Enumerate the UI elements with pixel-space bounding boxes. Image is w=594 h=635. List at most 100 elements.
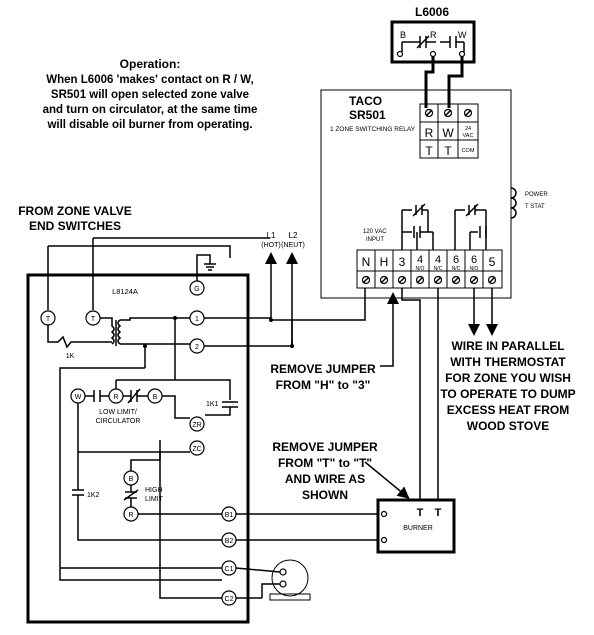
l6006-aquastat: L6006 B R W xyxy=(390,5,476,108)
svg-text:T: T xyxy=(46,316,51,323)
taco-screw-terminals xyxy=(361,275,497,285)
l8124a-box xyxy=(26,273,250,624)
l1-label: L1 xyxy=(267,231,276,240)
l6006-w-terminal xyxy=(458,50,466,58)
svg-text:B: B xyxy=(129,476,134,483)
taco-top-terminal-block xyxy=(419,103,479,159)
wire-parallel-line2: WITH THERMOSTAT xyxy=(450,355,566,369)
relay-1k2-label: 1K2 xyxy=(87,492,100,499)
taco-term-t2: T xyxy=(444,144,452,158)
operation-line-3: and turn on circulator, at the same time xyxy=(43,104,258,116)
svg-text:N/O: N/O xyxy=(470,266,479,272)
power-label: POWER xyxy=(525,192,548,198)
taco-subtitle: 1 ZONE SWITCHING RELAY xyxy=(330,126,416,133)
led-indicators xyxy=(510,187,517,219)
svg-text:W: W xyxy=(75,394,82,401)
wire-parallel-line6: WOOD STOVE xyxy=(467,419,549,433)
svg-text:B: B xyxy=(153,394,158,401)
taco-title: TACO xyxy=(349,94,382,108)
svg-text:N/O: N/O xyxy=(416,266,425,272)
svg-text:2: 2 xyxy=(195,344,199,351)
remove-jumper-tt-line3: AND WIRE AS xyxy=(285,472,365,486)
tstat-label: T STAT xyxy=(525,204,545,210)
remove-jumper-h3-line1: REMOVE JUMPER xyxy=(270,362,376,376)
l6006-term-r: R xyxy=(430,30,437,40)
taco-term-4no: 4 xyxy=(417,254,423,266)
operation-note: Operation: When L6006 'makes' contact on… xyxy=(43,57,258,131)
svg-text:G: G xyxy=(194,286,199,293)
svg-text:T: T xyxy=(91,316,96,323)
wire-parallel-line5: EXCESS HEAT FROM xyxy=(447,403,569,417)
taco-term-n: N xyxy=(362,255,371,269)
svg-text:R: R xyxy=(113,394,118,401)
vac-input-label-2: INPUT xyxy=(366,237,384,243)
operation-line-4: will disable oil burner from operating. xyxy=(46,119,252,131)
l6006-term-w: W xyxy=(458,30,467,40)
high-limit-label-2: LIMIT xyxy=(145,496,164,503)
svg-text:R: R xyxy=(128,512,133,519)
taco-term-6no: 6 xyxy=(471,254,477,266)
taco-to-burner-wire-1 xyxy=(401,288,421,500)
taco-term-5: 5 xyxy=(489,255,496,269)
remove-jumper-h3-line2: FROM "H" to "3" xyxy=(276,378,371,392)
taco-sr501-relay: TACO SR501 1 ZONE SWITCHING RELAY R W 24… xyxy=(320,89,548,299)
vac-input-label-1: 120 VAC xyxy=(363,229,387,235)
wire-parallel-line1: WIRE IN PARALLEL xyxy=(451,339,564,353)
l6006-r-terminal xyxy=(429,50,437,58)
r-wire xyxy=(424,56,435,108)
taco-term-4nc: 4 xyxy=(435,254,441,266)
svg-text:1: 1 xyxy=(195,316,199,323)
zr-terminal xyxy=(189,416,205,432)
low-limit-label-1: LOW LIMIT/ xyxy=(99,409,137,416)
svg-text:C1: C1 xyxy=(225,566,234,573)
taco-term-6nc: 6 xyxy=(453,254,459,266)
l6006-title: L6006 xyxy=(415,5,449,19)
remove-jumper-h3-arrow xyxy=(380,292,399,367)
taco-model: SR501 xyxy=(349,108,386,122)
l6006-term-b: B xyxy=(400,30,406,40)
zone-valve-label-2: END SWITCHES xyxy=(29,219,121,233)
remove-jumper-tt-arrow xyxy=(364,461,410,499)
l2-neut-label: (NEUT) xyxy=(281,242,305,249)
operation-line-1: When L6006 'makes' contact on R / W, xyxy=(46,74,253,86)
remove-jumper-tt-line1: REMOVE JUMPER xyxy=(272,440,378,454)
taco-term-3: 3 xyxy=(399,255,406,269)
w-wire xyxy=(447,56,464,108)
taco-term-h: H xyxy=(380,255,389,269)
svg-text:C2: C2 xyxy=(225,596,234,603)
taco-box xyxy=(320,89,512,299)
svg-text:N/C: N/C xyxy=(434,266,443,272)
zc-terminal xyxy=(189,440,205,456)
low-limit-label-2: CIRCULATOR xyxy=(96,418,141,425)
taco-term-w: W xyxy=(442,126,454,140)
svg-text:B2: B2 xyxy=(225,538,234,545)
relay-1k1-label: 1K1 xyxy=(206,401,219,408)
operation-heading: Operation: xyxy=(120,57,181,71)
svg-text:B1: B1 xyxy=(225,512,234,519)
burner-term-t1: T xyxy=(417,507,424,519)
taco-com: COM xyxy=(462,148,475,154)
burner-term-t2: T xyxy=(435,507,442,519)
l2-label: L2 xyxy=(289,231,298,240)
svg-text:ZR: ZR xyxy=(192,422,201,429)
resistor-1k-label: 1K xyxy=(66,353,75,360)
svg-text:VAC: VAC xyxy=(463,133,474,139)
taco-term-r: R xyxy=(425,126,434,140)
l8124a-title: L8124A xyxy=(112,287,138,296)
taco-24vac: 24 xyxy=(465,126,471,132)
taco-term-t1: T xyxy=(425,144,433,158)
l1-hot-label: (HOT) xyxy=(261,242,280,249)
burner-box: T T BURNER xyxy=(376,498,456,554)
wire-parallel-line3: FOR ZONE YOU WISH xyxy=(445,371,571,385)
remove-jumper-tt-line2: FROM "T" to "T" xyxy=(278,456,372,470)
svg-text:ZC: ZC xyxy=(192,446,201,453)
l8124a-controller: L8124A G T T 1K 1 2 xyxy=(26,237,366,624)
svg-text:N/C: N/C xyxy=(452,266,461,272)
l6006-b-terminal xyxy=(396,50,404,58)
remove-jumper-tt-line4: SHOWN xyxy=(302,488,348,502)
burner-label: BURNER xyxy=(403,525,433,532)
zone-valve-label-1: FROM ZONE VALVE xyxy=(18,204,132,218)
high-limit-label-1: HIGH xyxy=(145,487,163,494)
